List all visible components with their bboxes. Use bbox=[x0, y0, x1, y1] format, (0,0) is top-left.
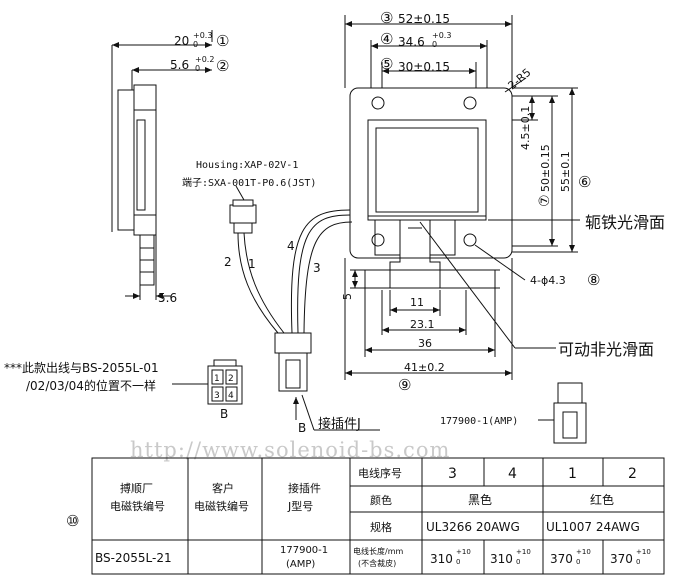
length-1-tol2: 0 bbox=[576, 558, 580, 566]
ref-2: ② bbox=[216, 57, 229, 75]
dim-5: 5 bbox=[341, 293, 354, 300]
dim-30: 30±0.15 bbox=[398, 60, 450, 74]
wire-no-3: 3 bbox=[448, 466, 457, 482]
side-view bbox=[111, 30, 213, 300]
row-length-sub: (不含裁皮) bbox=[358, 558, 396, 568]
dim-5-6-top: 5.6 bbox=[170, 58, 189, 72]
pin-diagram bbox=[172, 359, 243, 405]
h-cust: 客户 bbox=[212, 481, 234, 495]
dim-34-6: 34.6 bbox=[398, 35, 425, 49]
ref-8: ⑧ bbox=[587, 271, 600, 289]
length-1: 370 bbox=[550, 552, 573, 566]
note-line-1: ***此款出线与BS-2055L-01 bbox=[4, 361, 159, 375]
wire-label-2: 2 bbox=[224, 255, 232, 269]
dim-20: 20 bbox=[174, 34, 189, 48]
terminal-spec: 端子:SXA-001T-P0.6(JST) bbox=[182, 176, 316, 189]
front-view bbox=[344, 15, 580, 380]
dim-36: 36 bbox=[418, 337, 432, 350]
h-model: 搏顺厂 bbox=[120, 481, 153, 495]
dim-20-tol2: 0 bbox=[193, 40, 198, 49]
dim-50: 50±0.15 bbox=[539, 144, 552, 192]
length-1-tol: +10 bbox=[576, 548, 591, 556]
h-conn-2: J型号 bbox=[287, 499, 313, 513]
note-view-b: B bbox=[220, 407, 228, 421]
dim-5-6-bottom: 5.6 bbox=[158, 291, 177, 305]
ref-9: ⑨ bbox=[398, 376, 411, 394]
length-2: 370 bbox=[610, 552, 633, 566]
label-movable-surface: 可动非光滑面 bbox=[558, 340, 654, 359]
table-ref: ⑩ bbox=[66, 512, 79, 530]
ref-3: ③ bbox=[380, 9, 393, 27]
wire-no-4: 4 bbox=[508, 466, 517, 482]
ref-1: ① bbox=[216, 32, 229, 50]
connector-model-2: (AMP) bbox=[286, 559, 315, 570]
length-3-tol: +10 bbox=[456, 548, 471, 556]
wire-label-4: 4 bbox=[287, 239, 295, 253]
amp-label: 177900-1(AMP) bbox=[440, 416, 518, 427]
dim-52: 52±0.15 bbox=[398, 12, 450, 26]
dim-20-tol: +0.3 bbox=[193, 31, 212, 40]
dim-5-6-tol: +0.2 bbox=[195, 55, 214, 64]
dim-4-5: 4.5±0.1 bbox=[519, 106, 532, 150]
row-color: 颜色 bbox=[370, 493, 392, 507]
dim-5-6-tol2: 0 bbox=[195, 64, 200, 73]
hole-label: 4-ϕ4.3 bbox=[530, 274, 566, 287]
ref-7: ⑦ bbox=[537, 194, 553, 207]
pin-2: 2 bbox=[228, 374, 234, 384]
row-wire-no: 电线序号 bbox=[358, 466, 402, 480]
dim-11: 11 bbox=[410, 296, 424, 309]
length-2-tol2: 0 bbox=[636, 558, 640, 566]
wire-label-1: 1 bbox=[248, 257, 256, 271]
amp-connector bbox=[538, 382, 587, 444]
length-4-tol: +10 bbox=[516, 548, 531, 556]
color-black: 黑色 bbox=[468, 493, 492, 507]
dim-23-1: 23.1 bbox=[410, 318, 435, 331]
ref-5: ⑤ bbox=[380, 55, 393, 73]
dim-55: 55±0.1 bbox=[559, 151, 572, 192]
spec-black: UL3266 20AWG bbox=[426, 520, 520, 534]
pin-3: 3 bbox=[214, 391, 220, 401]
row-spec: 规格 bbox=[370, 520, 392, 534]
ref-4: ④ bbox=[380, 30, 393, 48]
ref-6: ⑥ bbox=[578, 173, 591, 191]
connector-model: 177900-1 bbox=[280, 545, 328, 556]
model-number: BS-2055L-21 bbox=[95, 551, 172, 565]
spec-table bbox=[91, 457, 665, 575]
length-4: 310 bbox=[490, 552, 513, 566]
h-cust-2: 电磁铁编号 bbox=[194, 499, 249, 513]
label-yoke-surface: 轭铁光滑面 bbox=[585, 213, 665, 232]
connector-label: 接插件J bbox=[318, 416, 361, 432]
length-3-tol2: 0 bbox=[456, 558, 460, 566]
pin-1: 1 bbox=[214, 374, 220, 384]
color-red: 红色 bbox=[590, 492, 614, 507]
wiring bbox=[229, 185, 380, 431]
wire-no-2: 2 bbox=[628, 466, 637, 482]
h-model-2: 电磁铁编号 bbox=[110, 499, 165, 513]
dim-41: 41±0.2 bbox=[404, 361, 445, 374]
dim-34-6-tol: +0.3 bbox=[432, 31, 451, 40]
h-conn: 接插件 bbox=[288, 481, 321, 495]
note-line-2: /02/03/04的位置不一样 bbox=[26, 378, 156, 393]
wire-label-3: 3 bbox=[313, 261, 321, 275]
dim-34-6-tol2: 0 bbox=[432, 40, 437, 49]
view-b-label: B bbox=[298, 421, 306, 435]
length-3: 310 bbox=[430, 552, 453, 566]
housing-spec: Housing:XAP-02V-1 bbox=[196, 160, 298, 171]
spec-red: UL1007 24AWG bbox=[546, 520, 640, 534]
length-4-tol2: 0 bbox=[516, 558, 520, 566]
pin-4: 4 bbox=[228, 391, 234, 401]
wire-no-1: 1 bbox=[568, 466, 577, 482]
row-length: 电线长度/mm bbox=[353, 546, 403, 556]
length-2-tol: +10 bbox=[636, 548, 651, 556]
